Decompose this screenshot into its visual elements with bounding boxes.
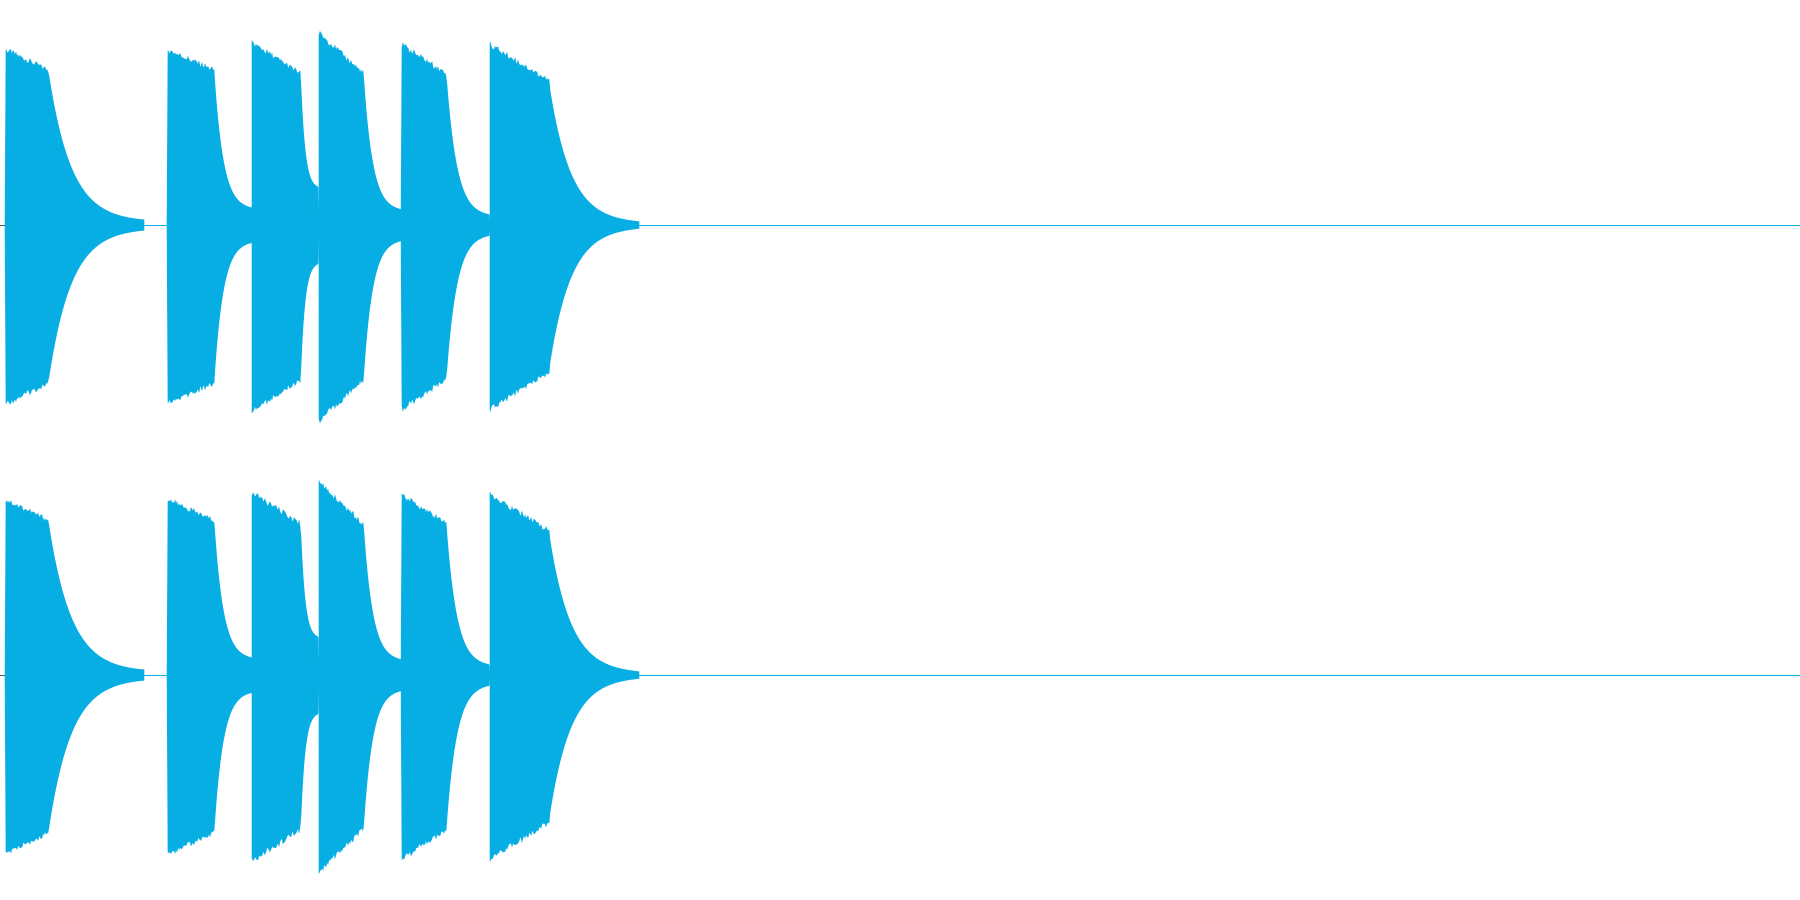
waveform-burst — [4, 48, 145, 405]
channel-2[interactable] — [0, 480, 1800, 874]
waveform-burst — [4, 499, 145, 854]
waveform-burst — [489, 492, 640, 862]
channels-layer — [0, 30, 1800, 874]
waveform-burst — [489, 42, 640, 412]
channel-1[interactable] — [0, 30, 1800, 424]
